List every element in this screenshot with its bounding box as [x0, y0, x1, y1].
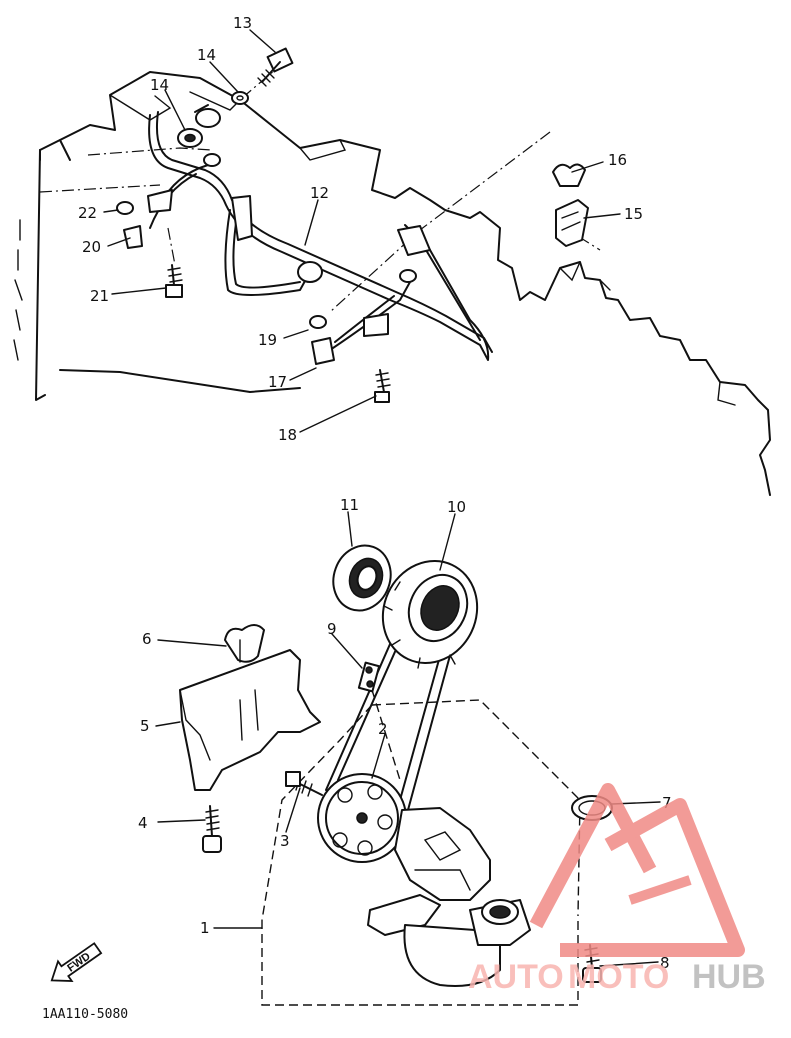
- callout-17: 17: [268, 373, 287, 391]
- bolt-3: [285, 771, 323, 797]
- watermark-text-part2: MOTO: [568, 958, 669, 996]
- callout-12: 12: [310, 184, 329, 202]
- callout-10: 10: [447, 498, 466, 516]
- callout-8: 8: [660, 954, 670, 972]
- washer-14: [231, 91, 249, 105]
- callout-2: 2: [378, 720, 388, 738]
- pump-assembly-boundary: [261, 699, 581, 1006]
- washer-14-lower: [177, 128, 203, 148]
- callout-1: 1: [200, 919, 210, 937]
- clamp-15: [555, 199, 589, 247]
- callout-9: 9: [327, 620, 337, 638]
- bolt-4: [202, 805, 222, 853]
- callout-4: 4: [138, 814, 148, 832]
- callout-11: 11: [340, 496, 359, 514]
- watermark-text-part1: AUTO: [468, 958, 564, 996]
- clip-6: [224, 624, 265, 663]
- clamp-16: [552, 163, 586, 187]
- bolt-21: [165, 264, 183, 298]
- bolt-18: [374, 369, 391, 403]
- diagram-code: 1AA110-5080: [42, 1007, 128, 1022]
- callout-21: 21: [90, 287, 109, 305]
- callout-14a: 14: [197, 46, 216, 64]
- callout-3: 3: [280, 832, 290, 850]
- o-ring-22: [116, 201, 134, 215]
- oil-delivery-pipe-assembly: [123, 104, 493, 365]
- callout-19: 19: [258, 331, 277, 349]
- callout-5: 5: [140, 717, 150, 735]
- engine-outline: [13, 69, 771, 496]
- callout-labels: 13 14 14 16 15 12 22 20 21 19 17 18 11 1…: [78, 14, 672, 972]
- callout-22: 22: [78, 204, 97, 222]
- watermark-text-part3: HUB: [692, 958, 766, 996]
- watermark-logo: AUTO MOTO HUB: [468, 783, 766, 996]
- callout-18: 18: [278, 426, 297, 444]
- callout-7: 7: [662, 794, 672, 812]
- o-ring-19: [309, 315, 327, 329]
- forward-arrow-icon: FWD: [50, 942, 103, 982]
- callout-16: 16: [608, 151, 627, 169]
- chain-link-9: [357, 661, 381, 693]
- callout-20: 20: [82, 238, 101, 256]
- bolt-13: [257, 47, 294, 87]
- callout-15: 15: [624, 205, 643, 223]
- guide-5: [179, 649, 321, 791]
- bearing-11: [332, 544, 392, 612]
- callout-14b: 14: [150, 76, 169, 94]
- sprocket-2: [317, 773, 407, 863]
- callout-6: 6: [142, 630, 152, 648]
- sprocket-10: [381, 560, 479, 669]
- callout-13: 13: [233, 14, 252, 32]
- oil-pump-1: [367, 807, 531, 987]
